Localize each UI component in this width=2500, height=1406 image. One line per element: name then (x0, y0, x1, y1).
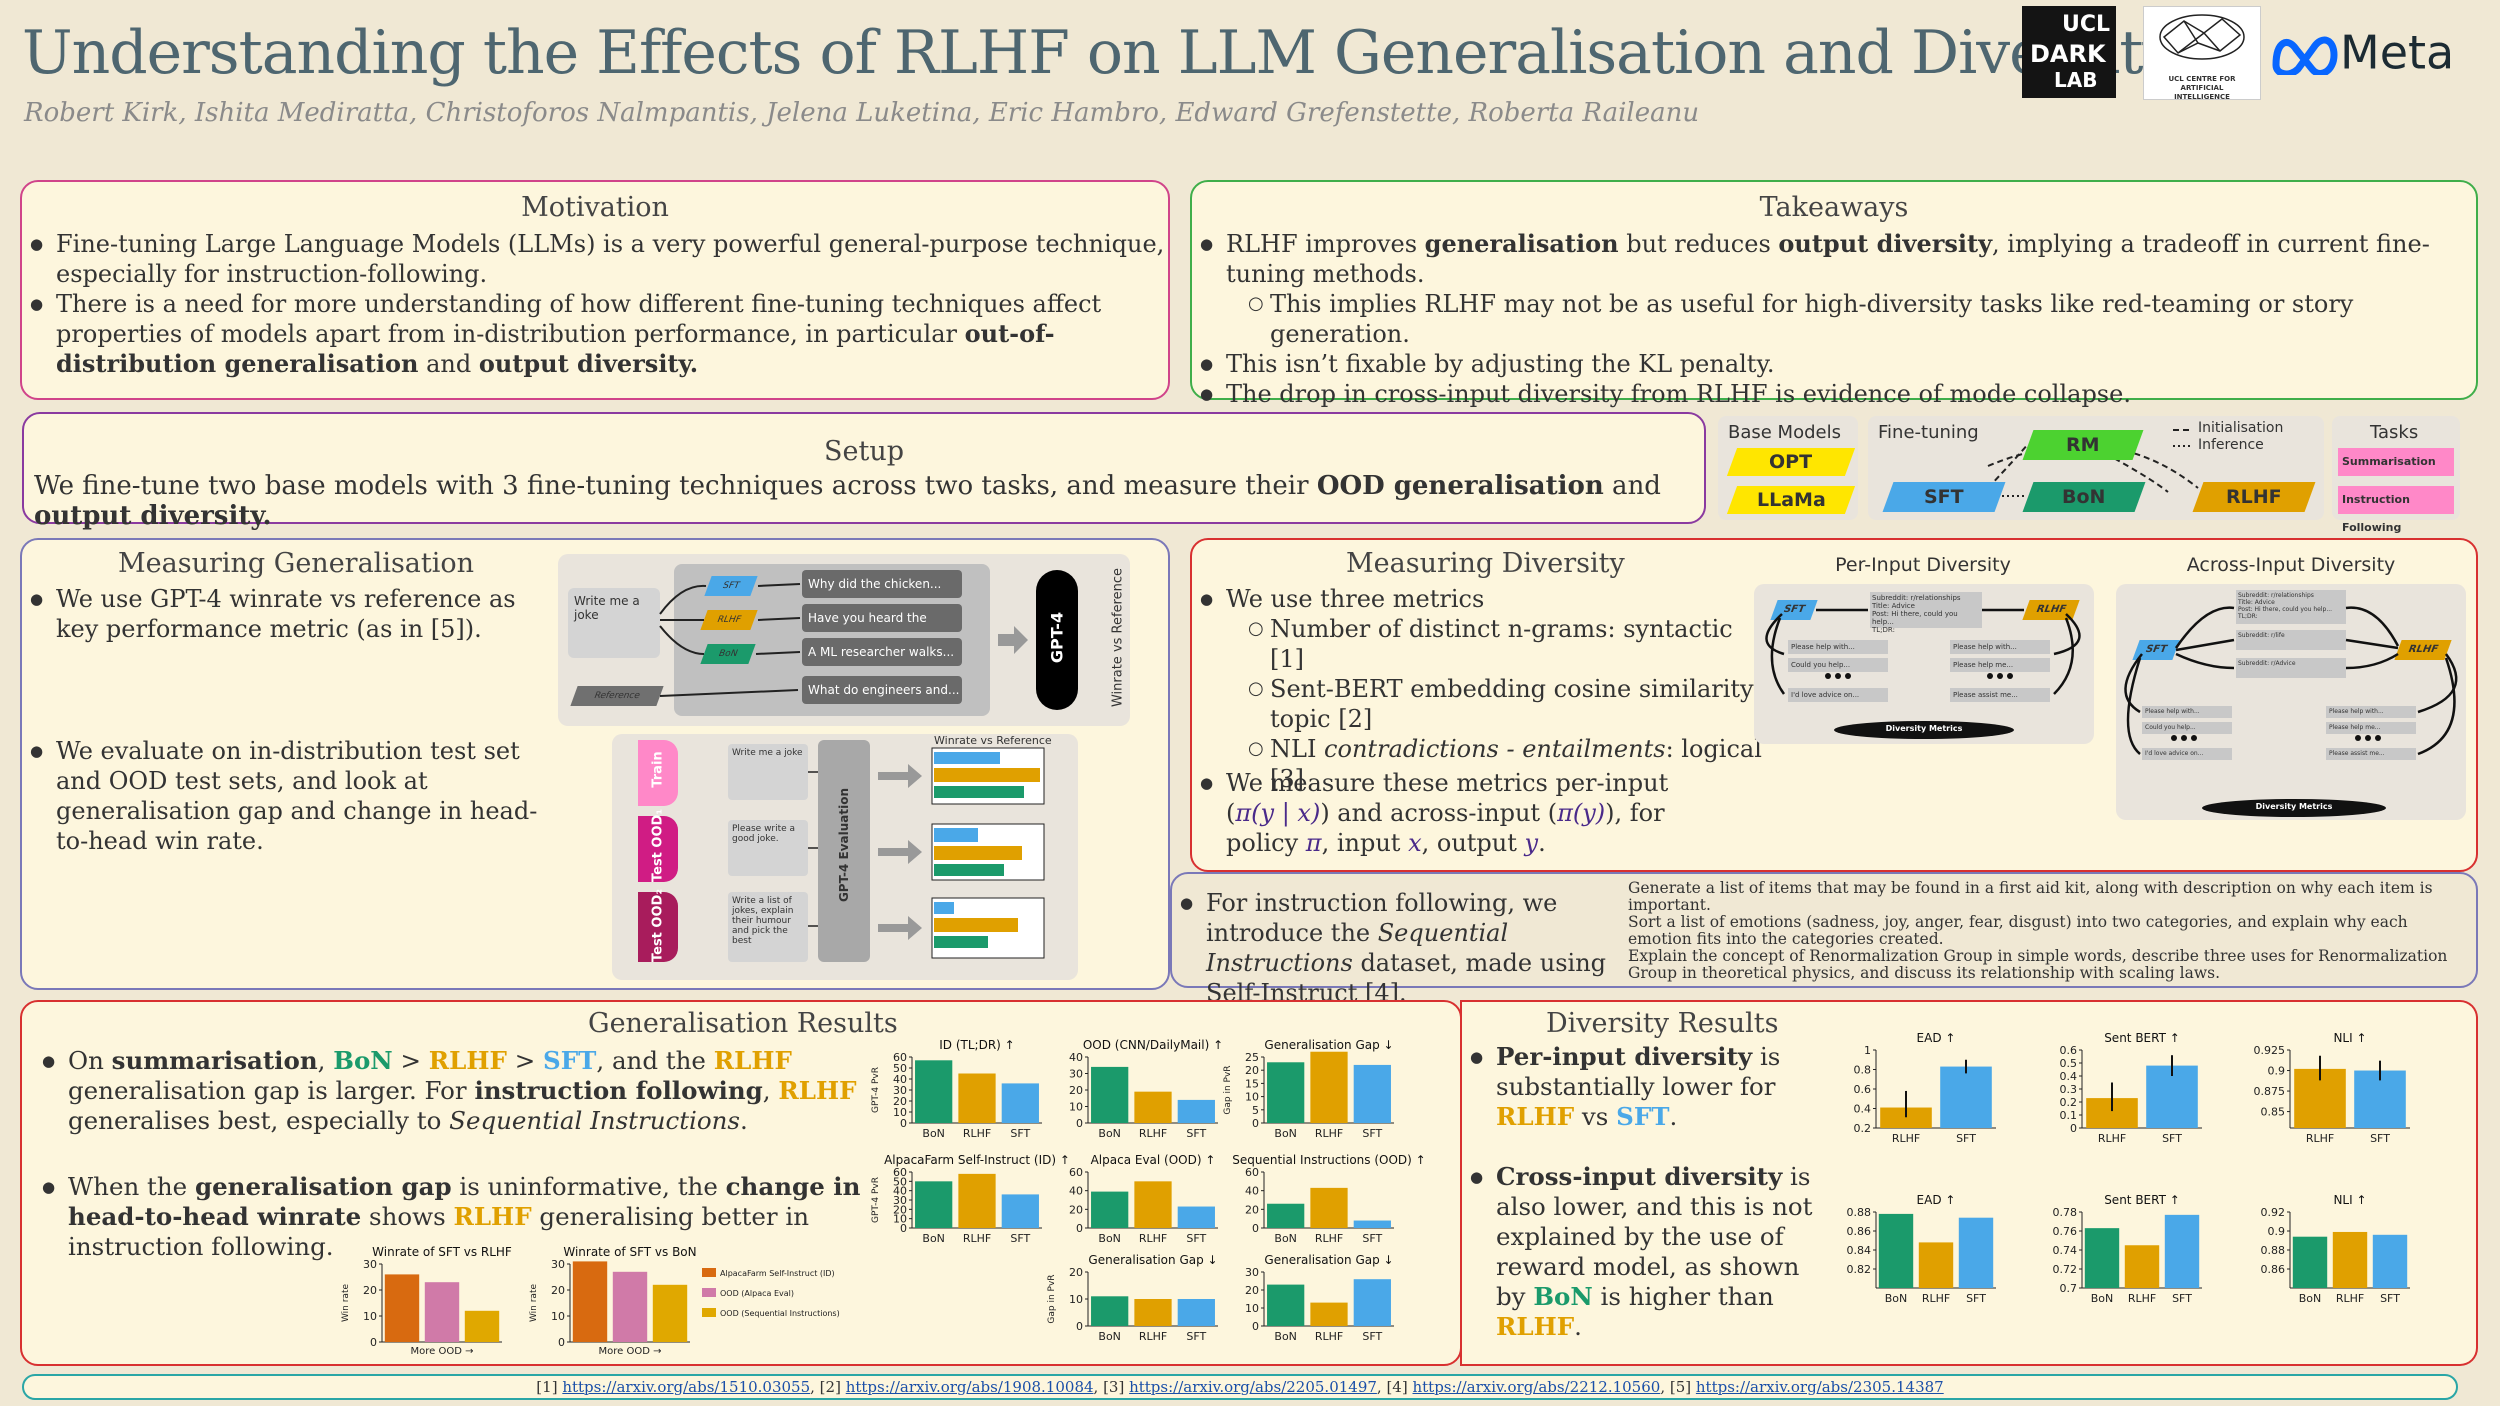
ucl-dark-lab-logo: UCL DARK LAB (2022, 6, 2116, 98)
diversity-subbullet: NLI contradictions - entailments: logica… (1248, 734, 1764, 794)
ref-number: , [2] (810, 1378, 846, 1396)
sequential-example: Explain the concept of Renormalization G… (1628, 947, 2448, 982)
generalisation-results-title: Generalisation Results (588, 1008, 898, 1039)
results-divider (1460, 1000, 1462, 1366)
sequential-example: Generate a list of items that may be fou… (1628, 879, 2433, 914)
author-list: Robert Kirk, Ishita Mediratta, Christofo… (24, 98, 1700, 128)
measuring-generalisation-title: Measuring Generalisation (118, 548, 475, 579)
takeaways-bullet: This isn’t fixable by adjusting the KL p… (1200, 349, 2476, 379)
per-input-diversity-title: Per-Input Diversity (1835, 554, 2011, 576)
measuring-generalisation-panel: Measuring Generalisation We use GPT-4 wi… (20, 538, 1170, 990)
setup-diagram: Base Models OPT LLaMa Fine-tuning RM SFT… (1716, 412, 2460, 534)
opt-box: OPT (1726, 448, 1856, 476)
sft-box: SFT (1882, 482, 2006, 512)
sequential-instructions-panel: For instruction following, we introduce … (1170, 872, 2478, 1007)
ref-number: , [5] (1660, 1378, 1696, 1396)
sequential-example: Sort a list of emotions (sadness, joy, a… (1628, 913, 2408, 948)
ood-evaluation-figure: Train Test OOD₁ Test OOD₂ Write me a jok… (612, 734, 1078, 980)
diversity-bullet: We use three metrics Number of distinct … (1200, 584, 1764, 794)
motivation-bullet: There is a need for more understanding o… (30, 289, 1168, 379)
sequential-examples: Generate a list of items that may be fou… (1628, 880, 2454, 982)
motivation-title: Motivation (521, 192, 669, 223)
generalisation-results-panel: Generalisation Results On summarisation,… (20, 1000, 1462, 1366)
takeaways-title: Takeaways (1759, 192, 1909, 223)
takeaways-panel: Takeaways RLHF improves generalisation b… (1190, 180, 2478, 409)
poster-title: Understanding the Effects of RLHF on LLM… (22, 18, 2176, 88)
ref-link[interactable]: https://arxiv.org/abs/2205.01497 (1129, 1378, 1377, 1396)
divres-bullet: Per-input diversity is substantially low… (1470, 1042, 1834, 1132)
rlhf-box: RLHF (2192, 482, 2316, 512)
diversity-subbullet: Sent-BERT embedding cosine similarity: t… (1248, 674, 1764, 734)
motivation-bullet: Fine-tuning Large Language Models (LLMs)… (30, 229, 1168, 289)
takeaways-bullet: The drop in cross-input diversity from R… (1200, 379, 2476, 409)
meta-logo: Meta (2270, 22, 2488, 82)
setup-title: Setup (824, 436, 904, 467)
task-summarisation: Summarisation (2338, 448, 2454, 476)
ref-link[interactable]: https://arxiv.org/abs/1908.10084 (845, 1378, 1094, 1396)
across-input-diversity-title: Across-Input Diversity (2186, 554, 2396, 576)
ref-number: [1] (536, 1378, 563, 1396)
ref-number: , [3] (1093, 1378, 1130, 1396)
bon-box: BoN (2022, 482, 2146, 512)
measuring-diversity-title: Measuring Diversity (1346, 548, 1625, 579)
genres-bullet: On summarisation, BoN > RLHF > SFT, and … (42, 1046, 886, 1136)
genres-bullet: When the generalisation gap is uninforma… (42, 1172, 886, 1262)
ref-number: , [4] (1376, 1378, 1413, 1396)
setup-panel: Setup We fine-tune two base models with … (22, 412, 1706, 531)
legend-initialisation: Initialisation (2198, 420, 2284, 436)
motivation-panel: Motivation Fine-tuning Large Language Mo… (20, 180, 1170, 400)
diversity-results-panel: Diversity Results Per-input diversity is… (1462, 1000, 2478, 1366)
divres-bullet: Cross-input diversity is also lower, and… (1470, 1162, 1834, 1342)
winrate-pipeline-figure: Write me a joke SFT RLHF BoN Reference W… (558, 554, 1130, 726)
takeaways-bullet: RLHF improves generalisation but reduces… (1200, 229, 2476, 349)
llama-box: LLaMa (1726, 486, 1856, 514)
diversity-bullet: We measure these metrics per-input (π(y … (1200, 768, 1704, 858)
references-bar: [1] https://arxiv.org/abs/1510.03055, [2… (22, 1374, 2458, 1400)
takeaways-subbullet: This implies RLHF may not be as useful f… (1248, 289, 2476, 349)
legend-inference: Inference (2198, 437, 2264, 453)
ref-link[interactable]: https://arxiv.org/abs/2212.10560 (1412, 1378, 1661, 1396)
ref-link[interactable]: https://arxiv.org/abs/1510.03055 (562, 1378, 811, 1396)
ref-link[interactable]: https://arxiv.org/abs/2305.14387 (1695, 1378, 1944, 1396)
setup-text: We fine-tune two base models with 3 fine… (34, 471, 1661, 531)
generalisation-bullet: We use GPT-4 winrate vs reference as key… (30, 584, 554, 644)
generalisation-bullet: We evaluate on in-distribution test set … (30, 736, 554, 856)
rm-box: RM (2022, 430, 2144, 460)
sequential-bullet: For instruction following, we introduce … (1180, 888, 1644, 1008)
task-instruction-following: Instruction Following (2338, 486, 2454, 534)
diversity-results-title: Diversity Results (1546, 1008, 1779, 1039)
ucl-ai-centre-logo: UCL CENTRE FOR ARTIFICIAL INTELLIGENCE (2143, 6, 2261, 101)
measuring-diversity-panel: Measuring Diversity We use three metrics… (1190, 538, 2478, 872)
diversity-subbullet: Number of distinct n-grams: syntactic [1… (1248, 614, 1764, 674)
